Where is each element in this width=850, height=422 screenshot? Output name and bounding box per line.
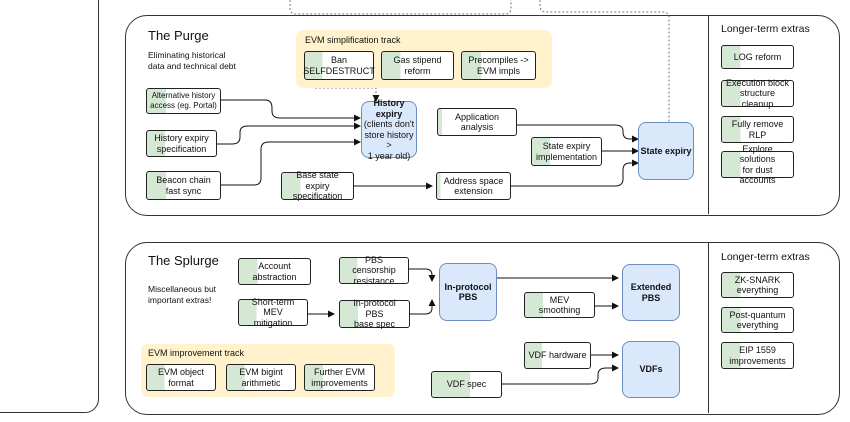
purge-title: The Purge bbox=[148, 28, 209, 43]
evm-simplification-track-label: EVM simplification track bbox=[305, 35, 401, 45]
splurge-extras-divider bbox=[708, 243, 710, 413]
mev-smoothing-node[interactable]: MEV smoothing bbox=[524, 292, 595, 318]
log-reform-node[interactable]: LOG reform bbox=[721, 45, 794, 69]
vdfs-node[interactable]: VDFs bbox=[622, 341, 680, 398]
precompiles-node[interactable]: Precompiles ->EVM impls bbox=[461, 51, 536, 80]
vdf-spec-node[interactable]: VDF spec bbox=[431, 371, 502, 398]
splurge-extras-title: Longer-term extras bbox=[721, 251, 810, 263]
purge-subtitle: Eliminating historical data and technica… bbox=[148, 50, 236, 71]
splurge-subtitle: Miscellaneous but important extras! bbox=[148, 284, 217, 305]
purge-extras-divider bbox=[708, 16, 710, 214]
evm-improvement-track-label: EVM improvement track bbox=[148, 348, 245, 358]
splurge-title: The Splurge bbox=[148, 253, 219, 268]
vdf-hardware-node[interactable]: VDF hardware bbox=[524, 342, 591, 369]
left-panel bbox=[0, 0, 99, 413]
history-expiry-node[interactable]: History expiry (clients don't store hist… bbox=[361, 98, 417, 161]
state-expiry-node[interactable]: State expiry bbox=[638, 122, 694, 180]
purge-extras-title: Longer-term extras bbox=[721, 23, 810, 35]
